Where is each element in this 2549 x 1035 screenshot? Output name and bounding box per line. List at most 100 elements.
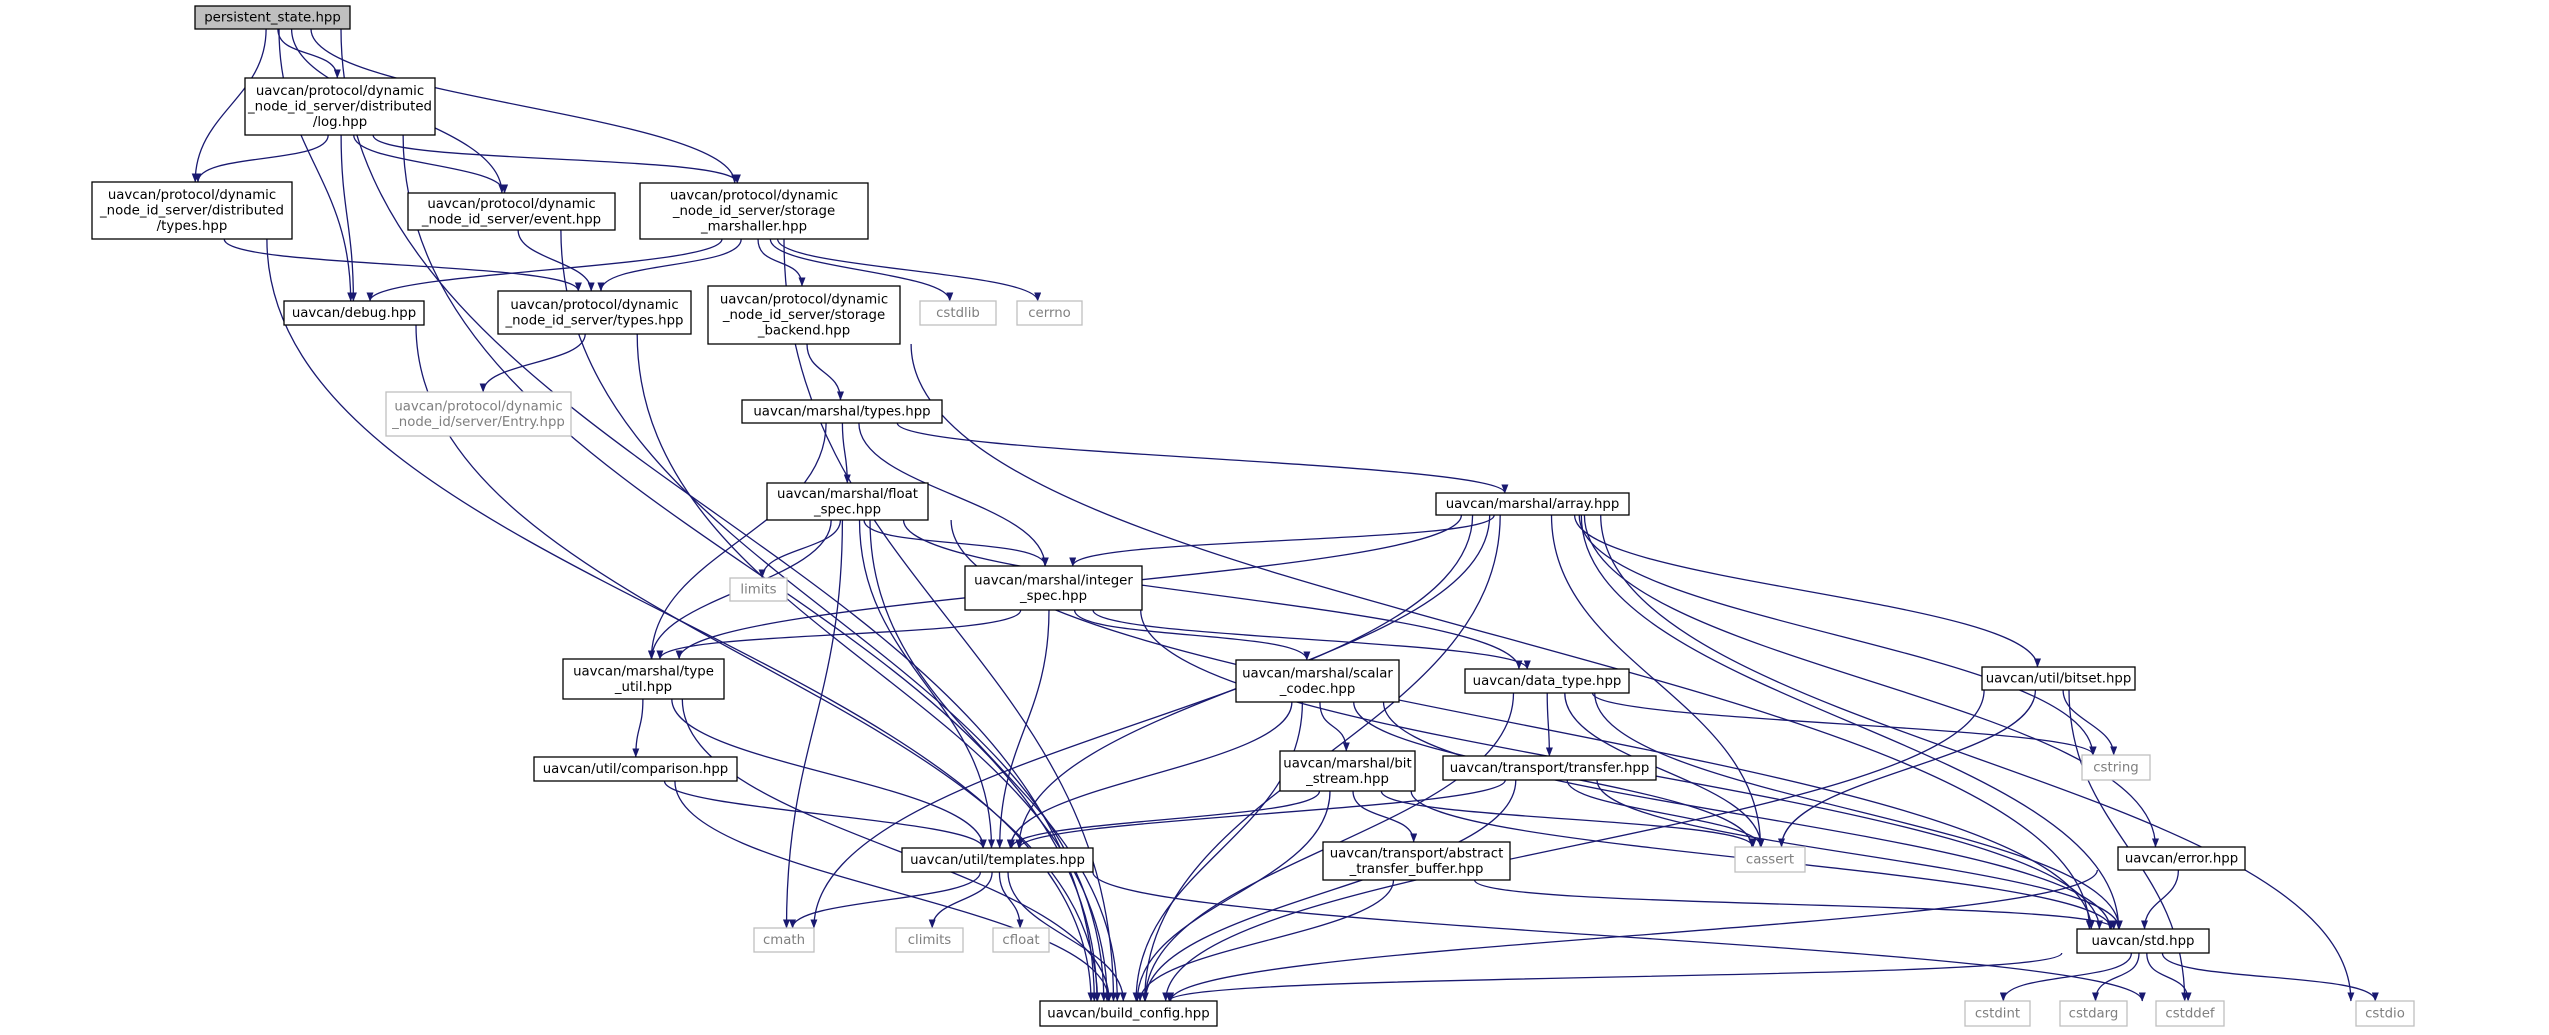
node-label-array-line-0: uavcan/marshal/array.hpp [1446,497,1620,512]
node-box-entry [385,391,572,437]
node-array[interactable]: uavcan/marshal/array.hpp [1435,492,1630,516]
node-cerrno: cerrno [1016,300,1083,326]
node-label-bitstream-line-1: _stream.hpp [1305,772,1389,787]
node-float[interactable]: uavcan/marshal/float_spec.hpp [766,482,929,521]
edge-std-to-cstdio [2161,952,2379,1002]
node-log[interactable]: uavcan/protocol/dynamic_node_id_server/d… [244,77,436,136]
node-transfer[interactable]: uavcan/transport/transfer.hpp [1442,755,1657,781]
node-std[interactable]: uavcan/std.hpp [2076,928,2210,954]
edge-ps-to-build [340,28,1098,1002]
node-box-bitset [1981,666,2136,691]
edge-event-to-stypes [517,229,595,292]
node-stypes[interactable]: uavcan/protocol/dynamic_node_id_server/t… [497,290,692,335]
edge-error-to-build [1167,869,2098,1002]
edge-bitset-to-cstring [2062,689,2118,756]
node-scalar[interactable]: uavcan/marshal/scalar_codec.hpp [1235,659,1400,703]
edge-stypes-to-build [636,333,1111,1002]
edge-ps-to-smarsh [310,28,739,184]
edge-integer-to-typeutil [656,609,1022,660]
edge-array-to-integer [1069,514,1495,567]
node-box-climits [895,927,964,953]
edge-atb-to-std [1473,879,2118,930]
edge-smarsh-to-build [783,238,1117,1002]
node-label-float-line-0: uavcan/marshal/float [777,487,918,502]
node-ps[interactable]: persistent_state.hpp [194,5,351,30]
edge-datatype-to-cstring [1591,692,2097,756]
node-box-smarsh [639,182,869,240]
node-atb[interactable]: uavcan/transport/abstract_transfer_buffe… [1322,841,1511,881]
node-label-bitstream-line-0: uavcan/marshal/bit [1283,756,1411,771]
node-label-log-line-1: _node_id_server/distributed [247,100,432,115]
edge-mtypes-to-typeutil [647,422,827,660]
node-templates[interactable]: uavcan/util/templates.hpp [901,847,1094,873]
node-label-std-line-0: uavcan/std.hpp [2092,934,2195,949]
node-smarsh[interactable]: uavcan/protocol/dynamic_node_id_server/s… [639,182,869,240]
edge-float-to-build [869,519,1121,1002]
node-cstring: cstring [2081,754,2151,781]
node-bitset[interactable]: uavcan/util/bitset.hpp [1981,666,2136,691]
edge-smarsh-to-sbackend [757,238,806,287]
node-label-cstring-line-0: cstring [2093,761,2138,776]
edge-array-to-bitset [1573,514,2041,668]
edge-smarsh-to-stypes [597,238,742,292]
node-typeutil[interactable]: uavcan/marshal/type_util.hpp [562,658,725,700]
edge-stypes-to-entry [479,333,586,393]
edge-templates-to-cfloat [998,871,1024,929]
node-label-float-line-1: _spec.hpp [813,502,881,517]
node-box-log [244,77,436,136]
edge-array-to-cstdio [1600,514,2355,1002]
node-label-dtypes-line-0: uavcan/protocol/dynamic [108,188,276,203]
node-limits: limits [729,577,788,602]
edge-typeutil-to-comparison [632,698,644,758]
node-label-sbackend-line-2: _backend.hpp [757,324,850,339]
node-label-sbackend-line-0: uavcan/protocol/dynamic [720,293,888,308]
edge-log-to-dtypes [194,134,329,183]
edge-ps-to-debug [278,28,355,302]
node-label-typeutil-line-0: uavcan/marshal/type [573,664,714,679]
node-label-cstdarg-line-0: cstdarg [2069,1007,2119,1022]
node-dtypes[interactable]: uavcan/protocol/dynamic_node_id_server/d… [91,181,293,240]
node-datatype[interactable]: uavcan/data_type.hpp [1464,668,1630,694]
node-label-event-line-1: _node_id_server/event.hpp [421,212,601,227]
edge-std-to-build [1165,952,2063,1002]
edge-transfer-to-templates [1016,779,1506,849]
edge-array-to-std [1580,514,2123,930]
node-label-cfloat-line-0: cfloat [1002,933,1039,948]
node-box-cfloat [992,927,1050,953]
edge-templates-to-climits [928,871,993,929]
edge-datatype-to-cassert [1564,692,1765,848]
edge-log-to-build [402,134,1101,1002]
node-error[interactable]: uavcan/error.hpp [2117,846,2246,871]
node-cmath: cmath [753,927,815,953]
node-label-datatype-line-0: uavcan/data_type.hpp [1473,674,1622,689]
node-box-array [1435,492,1630,516]
node-bitstream[interactable]: uavcan/marshal/bit_stream.hpp [1279,750,1416,792]
edge-scalar-to-std [1382,701,2114,930]
edge-comparison-to-build [674,780,1113,1002]
edge-comparison-to-templates [663,780,987,849]
node-cfloat: cfloat [992,927,1050,953]
node-integer[interactable]: uavcan/marshal/integer_spec.hpp [964,565,1143,611]
node-build[interactable]: uavcan/build_config.hpp [1039,1000,1218,1027]
node-comparison[interactable]: uavcan/util/comparison.hpp [533,756,738,782]
node-label-atb-line-0: uavcan/transport/abstract [1330,846,1504,861]
node-event[interactable]: uavcan/protocol/dynamic_node_id_server/e… [407,192,616,231]
edge-array-to-cassert [1550,514,1764,848]
node-box-debug [283,300,425,326]
node-label-ps-line-0: persistent_state.hpp [204,11,341,26]
node-label-log-line-2: /log.hpp [313,115,367,130]
node-box-cstdlib [919,300,997,326]
node-debug[interactable]: uavcan/debug.hpp [283,300,425,326]
node-mtypes[interactable]: uavcan/marshal/types.hpp [741,399,943,424]
node-box-std [2076,928,2210,954]
edge-bitset-to-cassert [1778,689,2037,848]
node-cstddef: cstddef [2155,1000,2225,1027]
node-label-dtypes-line-1: _node_id_server/distributed [99,204,284,219]
node-label-scalar-line-1: _codec.hpp [1279,682,1356,697]
node-climits: climits [895,927,964,953]
edge-float-to-datatype [902,519,1523,670]
edge-datatype-to-std [1594,692,2123,930]
edge-float-to-templates [858,519,995,849]
node-sbackend[interactable]: uavcan/protocol/dynamic_node_id_server/s… [707,285,901,345]
